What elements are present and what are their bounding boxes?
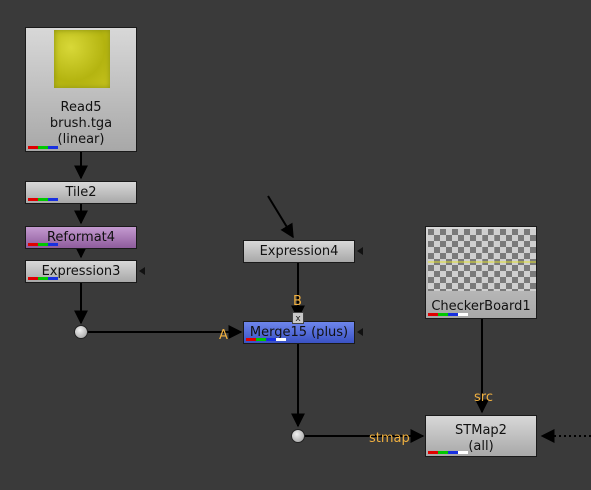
- merge15-mask-input-arrow[interactable]: [357, 328, 363, 336]
- merge15-input-a-label: A: [219, 328, 228, 343]
- expression3-mask-input-arrow[interactable]: [139, 267, 145, 275]
- node-expression3[interactable]: Expression3: [25, 260, 137, 283]
- node-reformat4[interactable]: Reformat4: [25, 226, 137, 249]
- node-merge15[interactable]: Merge15 (plus): [243, 321, 355, 344]
- read5-colorspace: (linear): [57, 132, 105, 147]
- node-checkerboard1[interactable]: CheckerBoard1: [425, 226, 537, 319]
- stmap2-channels: (all): [468, 439, 494, 454]
- read5-file: brush.tga: [49, 116, 113, 131]
- dot-node-2[interactable]: [291, 429, 305, 443]
- node-tile2[interactable]: Tile2: [25, 181, 137, 204]
- stmap2-name: STMap2: [455, 423, 507, 438]
- reformat4-channels-indicator: [28, 243, 58, 246]
- stmap2-channels-indicator: [428, 451, 468, 454]
- tile2-name: Tile2: [65, 185, 97, 200]
- merge15-name: Merge15 (plus): [249, 325, 349, 340]
- stmap2-input-stmap-label: stmap: [369, 431, 410, 446]
- read5-name: Read5: [60, 100, 102, 115]
- checkerboard1-thumbnail: [428, 229, 536, 291]
- expression3-channels-indicator: [28, 277, 58, 280]
- expression4-name: Expression4: [259, 244, 339, 259]
- expression4-mask-input-arrow[interactable]: [357, 247, 363, 255]
- dot-node-1[interactable]: [74, 325, 88, 339]
- read5-channels-indicator: [28, 146, 58, 149]
- read5-thumbnail: [54, 30, 110, 88]
- merge15-mask-x-icon[interactable]: x: [292, 312, 304, 324]
- merge15-input-b-label: B: [293, 294, 302, 309]
- checkerboard1-channels-indicator: [428, 313, 468, 316]
- node-expression4[interactable]: Expression4: [243, 240, 355, 263]
- tile2-channels-indicator: [28, 198, 58, 201]
- checkerboard1-name: CheckerBoard1: [431, 299, 531, 314]
- node-read5[interactable]: Read5 brush.tga (linear): [25, 27, 137, 152]
- node-stmap2[interactable]: STMap2 (all): [425, 415, 537, 457]
- expression3-name: Expression3: [41, 264, 121, 279]
- reformat4-name: Reformat4: [46, 230, 116, 245]
- stmap2-input-src-label: src: [474, 390, 493, 405]
- edge-into-expression4: [267, 195, 294, 239]
- merge15-channels-indicator: [246, 338, 286, 341]
